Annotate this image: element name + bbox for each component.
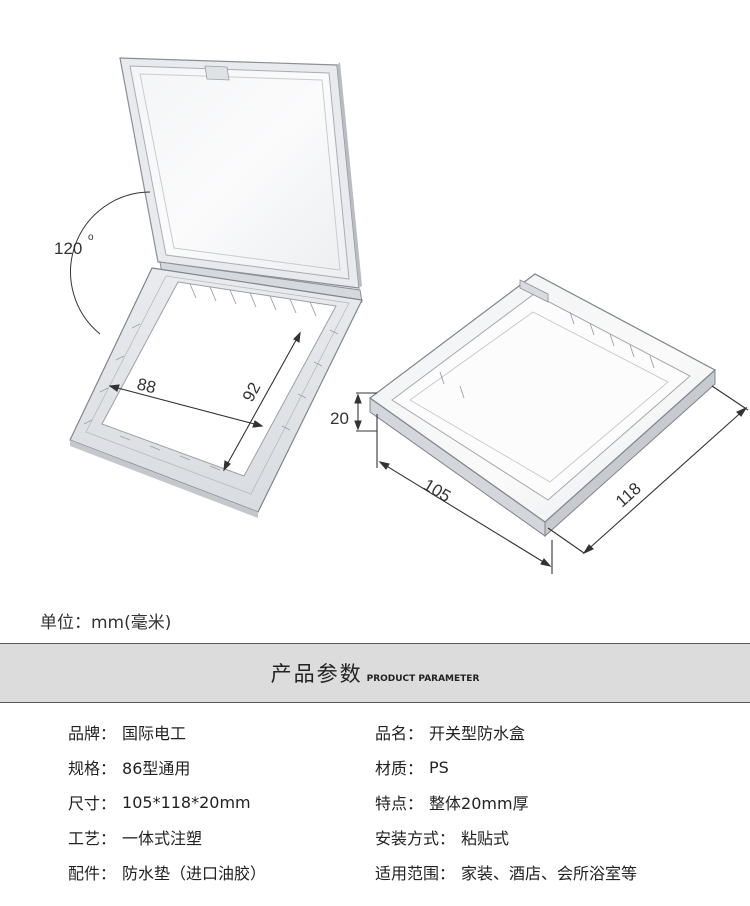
param-colon: ： [439,829,456,848]
param-label: 品名 [375,724,408,743]
angle-label: 120 [54,239,82,258]
param-colon: ： [407,724,424,743]
param-label: 特点 [375,794,408,813]
param-label: 工艺 [68,829,101,848]
param-size: 尺寸： 105*118*20mm [68,790,251,814]
param-colon: ： [407,794,424,813]
parameter-header-band: 产品参数 PRODUCT PARAMETER [0,643,750,703]
param-colon: ： [100,759,117,778]
param-value: PS [429,757,449,777]
param-value: 家装、酒店、会所浴室等 [461,864,638,883]
dimension-118 [547,385,749,555]
param-label: 安装方式 [375,829,440,848]
param-value: 粘贴式 [461,829,510,848]
param-product-name: 品名： 开关型防水盒 [375,720,525,744]
param-label: 材质 [375,759,408,778]
param-label: 尺寸 [68,794,101,813]
dimension-105 [376,414,553,574]
dim-length-118-label: 118 [612,479,645,511]
param-label: 配件 [68,864,101,883]
dimension-88 [108,384,264,428]
parameter-header: 产品参数 PRODUCT PARAMETER [0,643,750,703]
param-colon: ： [100,864,117,883]
header-title-en: PRODUCT PARAMETER [366,674,480,684]
param-colon: ： [439,864,456,883]
param-value: 105*118*20mm [122,792,251,812]
param-install: 安装方式： 粘贴式 [375,825,509,849]
dimension-92 [223,331,301,472]
band-bottom-rule [0,702,750,703]
param-colon: ： [100,794,117,813]
unit-note: 单位：mm(毫米) [40,613,172,633]
param-value: 一体式注塑 [122,829,203,848]
param-label: 适用范围 [375,864,440,883]
param-brand: 品牌： 国际电工 [68,720,186,744]
param-value: 开关型防水盒 [429,724,526,743]
dim-length-105-label: 105 [420,475,454,506]
param-scope: 适用范围： 家装、酒店、会所浴室等 [375,860,637,884]
param-material: 材质： PS [375,755,449,779]
product-dimension-diagram: 120 o 88 92 20 [54,57,749,574]
param-feature: 特点： 整体20mm厚 [375,790,529,814]
degree-mark: o [88,232,94,243]
dim-thickness-label: 20 [330,409,349,428]
dimension-20 [354,392,377,432]
param-value: 防水垫（进口油胶） [122,864,267,883]
param-label: 规格 [68,759,101,778]
param-colon: ： [407,759,424,778]
band-top-rule [0,643,750,644]
dim-width-label: 88 [135,374,158,397]
param-colon: ： [100,724,117,743]
opened-box [69,57,363,518]
closed-box [368,273,717,538]
param-value: 国际电工 [122,724,187,743]
param-value: 整体20mm厚 [429,794,529,813]
param-process: 工艺： 一体式注塑 [68,825,202,849]
header-title-zh: 产品参数 [270,662,363,686]
param-spec: 规格： 86型通用 [68,755,190,779]
param-colon: ： [100,829,117,848]
param-accessory: 配件： 防水垫（进口油胶） [68,860,266,884]
angle-arc [70,191,151,335]
param-label: 品牌 [68,724,101,743]
param-value: 86型通用 [122,759,191,778]
